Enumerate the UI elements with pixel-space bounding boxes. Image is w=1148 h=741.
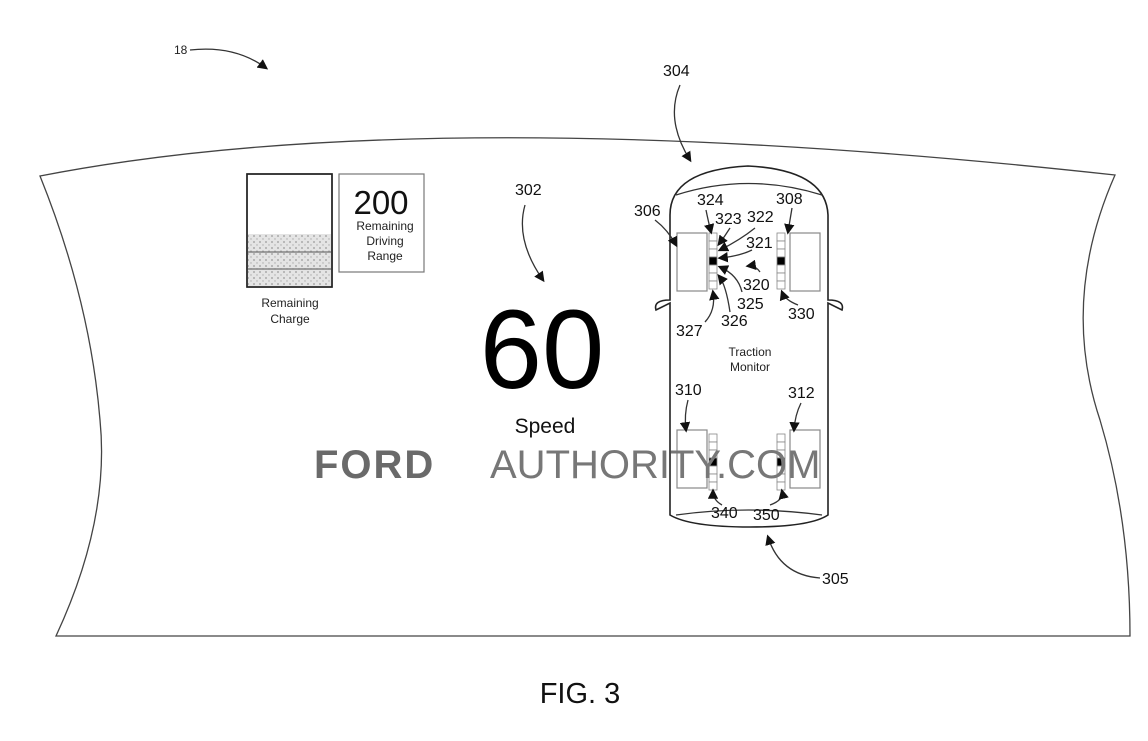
ref-arrow	[521, 204, 545, 283]
ref-320: 320	[743, 277, 770, 294]
traction-bar-segment-front-right	[776, 256, 786, 266]
traction-bar-segment-front-right	[776, 272, 786, 282]
traction-bar-segment-front-left	[708, 232, 718, 242]
traction-bar-segment-front-left	[708, 264, 718, 274]
ref-arrow	[673, 84, 692, 163]
reference-numerals: 306 324 323 322 321 308 320 325 326 327 …	[634, 191, 849, 588]
watermark-brand: FORD	[314, 443, 435, 487]
ref-327: 327	[676, 323, 703, 340]
wheel-front-right	[789, 232, 821, 292]
ref-324: 324	[697, 192, 724, 209]
ref-302: 302	[515, 182, 542, 199]
charge-label-2: Charge	[270, 312, 310, 326]
ref-330: 330	[788, 306, 815, 323]
ref-306: 306	[634, 203, 661, 220]
traction-bar-segment-rear-right	[776, 433, 786, 443]
traction-bar-segment-front-left	[708, 248, 718, 258]
ref-arrow	[189, 48, 269, 70]
traction-bar-segment-front-right	[776, 248, 786, 258]
traction-bar-segment-front-left	[708, 280, 718, 290]
charge-label: Remaining	[261, 296, 318, 310]
ref-305: 305	[822, 571, 849, 588]
ref-340: 340	[711, 505, 738, 522]
ref-321: 321	[746, 235, 773, 252]
ref-326: 326	[721, 313, 748, 330]
range-label-2: Driving	[366, 234, 403, 248]
driving-range-value: 200	[353, 184, 408, 221]
traction-bar-segment-front-right	[776, 240, 786, 250]
traction-bar-segment-front-left	[708, 272, 718, 282]
display-outline	[39, 137, 1131, 637]
range-label-1: Remaining	[356, 219, 413, 233]
ref-323: 323	[715, 211, 742, 228]
traction-label-2: Monitor	[730, 360, 770, 374]
speed-label: Speed	[515, 415, 576, 438]
traction-bar-segment-rear-left	[708, 433, 718, 443]
ref-310: 310	[675, 382, 702, 399]
ref-308: 308	[776, 191, 803, 208]
traction-bar-segment-front-left	[708, 240, 718, 250]
speed-value: 60	[480, 287, 605, 412]
watermark-text: AUTHORITY.COM	[490, 443, 820, 487]
ref-322: 322	[747, 209, 774, 226]
wheel-front-left	[676, 232, 708, 292]
range-label-3: Range	[367, 249, 403, 263]
remaining-charge-gauge	[246, 173, 333, 288]
traction-bar-segment-front-right	[776, 264, 786, 274]
traction-bar-segment-front-right	[776, 232, 786, 242]
ref-312: 312	[788, 385, 815, 402]
ref-18: 18	[174, 43, 188, 57]
ref-304: 304	[663, 63, 690, 80]
traction-label-1: Traction	[729, 345, 772, 359]
figure-caption: FIG. 3	[540, 678, 621, 710]
wheel-rear-left	[676, 429, 708, 489]
traction-bar-segment-front-left	[708, 256, 718, 266]
driving-range-box	[338, 173, 425, 273]
leader-arrows	[654, 207, 821, 579]
traction-bar-segment-front-right	[776, 280, 786, 290]
ref-325: 325	[737, 296, 764, 313]
wheel-rear-right	[789, 429, 821, 489]
ref-350: 350	[753, 507, 780, 524]
